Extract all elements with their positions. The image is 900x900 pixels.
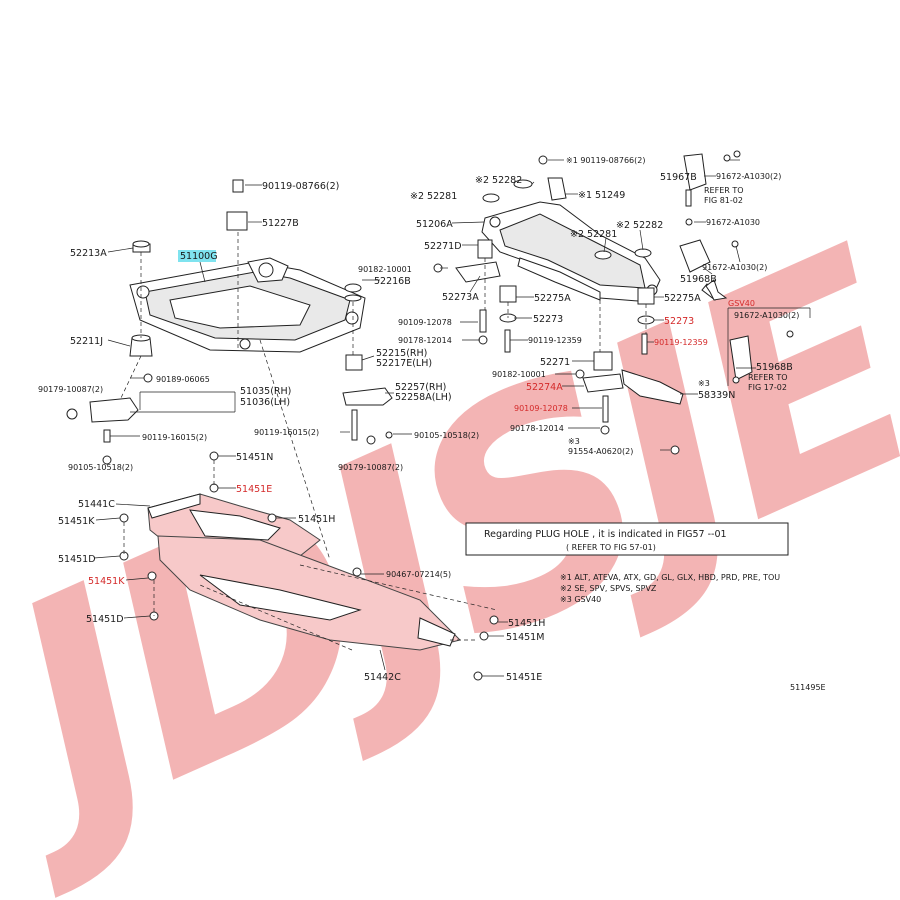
footnote-3: ※3 GSV40	[560, 595, 601, 604]
label-91672-a1030: 91672-A1030	[706, 218, 760, 227]
note-line-1: Regarding PLUG HOLE , it is indicated in…	[484, 529, 727, 540]
label-90119-08766: 90119-08766(2)	[262, 181, 339, 192]
label-52274a: 52274A	[526, 382, 563, 393]
label-51441c: 51441C	[78, 499, 115, 510]
mount-parts-rear	[455, 239, 684, 455]
crossmember-51206a	[481, 155, 661, 303]
crossmember-51100g	[129, 257, 366, 353]
label-51968b-2: 51968B	[756, 362, 793, 373]
label-90179-10087: 90179-10087(2)	[38, 385, 103, 394]
leader-lines	[93, 159, 756, 677]
label-gsv40: GSV40	[728, 299, 755, 308]
label-52215: 52215(RH)	[376, 348, 427, 359]
label-90182-10001-b: 90182-10001	[492, 370, 546, 379]
illustration-number: 511495E	[790, 683, 826, 692]
label-51451n: 51451N	[236, 452, 273, 463]
label-x1-51249: ※1 51249	[578, 190, 625, 201]
mount-parts-left	[66, 179, 488, 465]
label-52216b: 52216B	[374, 276, 411, 287]
label-x3-b: ※3	[698, 379, 710, 388]
label-90105-10518-b: 90105-10518(2)	[414, 431, 479, 440]
label-90105-10518-a: 90105-10518(2)	[68, 463, 133, 472]
label-91672-a1030-2b: 91672-A1030(2)	[702, 263, 767, 272]
label-90119-16015-b: 90119-16015(2)	[254, 428, 319, 437]
label-52273a: 52273A	[442, 292, 479, 303]
label-91672-a1030-2c: 91672-A1030(2)	[734, 311, 799, 320]
label-52211j: 52211J	[70, 336, 103, 347]
label-90467: 90467-07214(5)	[386, 570, 451, 579]
label-51451e-1: 51451E	[236, 484, 272, 495]
label-51206a: 51206A	[416, 219, 453, 230]
label-52217e: 52217E(LH)	[376, 358, 432, 369]
label-52271: 52271	[540, 357, 570, 368]
under-cover-51442c	[157, 535, 461, 651]
label-51968b: 51968B	[680, 274, 717, 285]
note-line-2: ( REFER TO FIG 57-01)	[566, 543, 656, 552]
highlight-51100g	[178, 250, 216, 262]
label-91672-a1030-2a: 91672-A1030(2)	[716, 172, 781, 181]
label-x2-52282-a: ※2 52282	[475, 175, 522, 186]
footnote-2: ※2 SE, SPV, SPVS, SPVZ	[560, 584, 657, 593]
label-51451m: 51451M	[506, 632, 544, 643]
label-90178-12014-a: 90178-12014	[398, 336, 452, 345]
gsv40-arrow	[705, 279, 811, 386]
label-51451d-2: 51451D	[86, 614, 124, 625]
label-90178-12014-b: 90178-12014	[510, 424, 564, 433]
label-52213a: 52213A	[70, 248, 107, 259]
label-51451h-1: 51451H	[298, 514, 335, 525]
label-51967b: 51967B	[660, 172, 697, 183]
label-90179-10087-b: 90179-10087(2)	[338, 463, 403, 472]
label-refer81-line1: REFER TO	[704, 186, 744, 195]
label-51035: 51035(RH)	[240, 386, 291, 397]
label-51036: 51036(LH)	[240, 397, 290, 408]
label-51227b: 51227B	[262, 218, 299, 229]
label-52275a-1: 52275A	[534, 293, 571, 304]
label-51451e-2: 51451E	[506, 672, 542, 683]
label-refer17-line2: FIG 17-02	[748, 383, 787, 392]
label-51442c: 51442C	[364, 672, 401, 683]
label-90109-12078-b: 90109-12078	[514, 404, 568, 413]
label-58339n: 58339N	[698, 390, 735, 401]
label-51451k-2: 51451K	[88, 576, 125, 587]
label-90189-06065: 90189-06065	[156, 375, 210, 384]
label-91554: 91554-A0620(2)	[568, 447, 633, 456]
label-90119-16015-a: 90119-16015(2)	[142, 433, 207, 442]
label-52271d: 52271D	[424, 241, 462, 252]
label-52257: 52257(RH)	[395, 382, 446, 393]
label-x2-52282-b: ※2 52282	[616, 220, 663, 231]
part-labels: 90119-08766(2) 51227B 52213A 51100G 5221…	[38, 156, 826, 692]
footnotes: ※1 ALT, ATEVA, ATX, GD, GL, GLX, HBD, PR…	[560, 573, 780, 604]
label-52273-2: 52273	[664, 316, 694, 327]
label-90119-12359-b: 90119-12359	[654, 338, 708, 347]
label-90109-12078-a: 90109-12078	[398, 318, 452, 327]
footnote-1: ※1 ALT, ATEVA, ATX, GD, GL, GLX, HBD, PR…	[560, 573, 780, 582]
label-51451k-1: 51451K	[58, 516, 95, 527]
dashed-lines	[119, 232, 647, 651]
plug-hole-note: Regarding PLUG HOLE , it is indicated in…	[465, 522, 789, 556]
label-52273-1: 52273	[533, 314, 563, 325]
label-90182-10001-a: 90182-10001	[358, 265, 412, 274]
label-52275a-2: 52275A	[664, 293, 701, 304]
label-refer81-line2: FIG 81-02	[704, 196, 743, 205]
label-52258a: 52258A(LH)	[395, 392, 452, 403]
label-51451d-1: 51451D	[58, 554, 96, 565]
label-x2-52281-a: ※2 52281	[410, 191, 457, 202]
label-x1-90119-08766: ※1 90119-08766(2)	[566, 156, 645, 165]
label-90119-12359-a: 90119-12359	[528, 336, 582, 345]
label-51451h-2: 51451H	[508, 618, 545, 629]
label-x3-a: ※3	[568, 437, 580, 446]
label-51100g: 51100G	[180, 251, 218, 262]
label-refer17-line1: REFER TO	[748, 373, 788, 382]
label-x2-52281-b: ※2 52281	[570, 229, 617, 240]
